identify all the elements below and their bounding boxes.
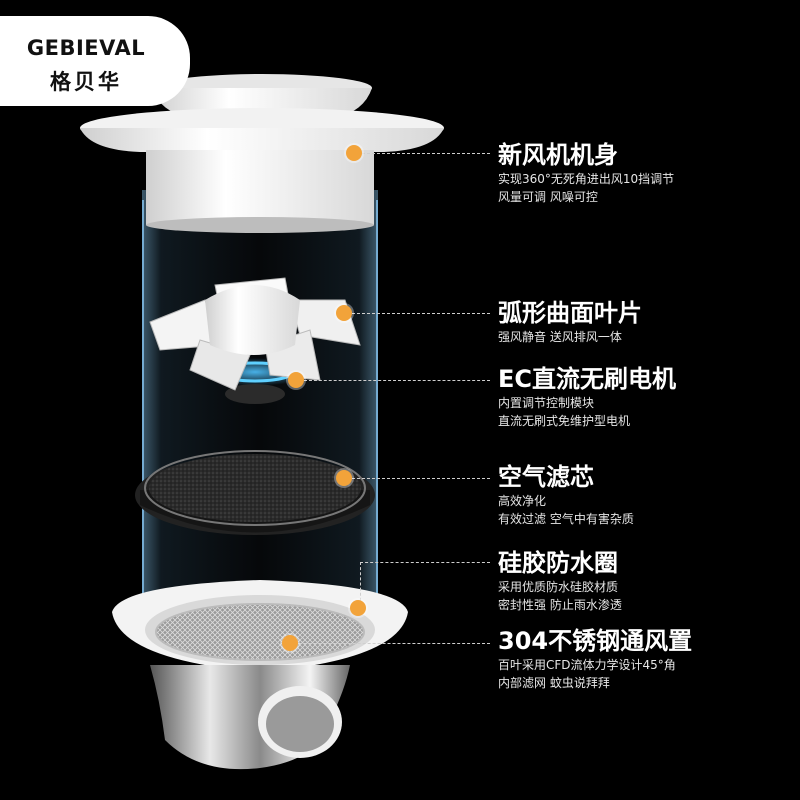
feature-air-filter: 空气滤芯 高效净化 有效过滤 空气中有害杂质 (498, 462, 634, 528)
brand-name-cn: 格贝华 (50, 70, 122, 94)
feature-desc: 百叶采用CFD流体力学设计45°角 (498, 658, 676, 672)
feature-title: 304不锈钢通风置 (498, 627, 693, 655)
callout-dot (336, 470, 352, 486)
brand-name-en: GEBIEVAL (26, 36, 146, 60)
brand-badge: GEBIEVAL 格贝华 (0, 16, 190, 106)
feature-desc: 直流无刷式免维护型电机 (498, 414, 631, 428)
feature-desc: 风量可调 风噪可控 (498, 190, 598, 204)
feature-ec-motor: EC直流无刷电机 内置调节控制模块 直流无刷式免维护型电机 (498, 364, 676, 430)
feature-desc: 实现360°无死角进出风10挡调节 (498, 172, 675, 186)
leader-line (362, 153, 490, 154)
feature-steel-vent: 304不锈钢通风置 百叶采用CFD流体力学设计45°角 内部滤网 蚊虫说拜拜 (498, 626, 692, 692)
leader-line (352, 313, 490, 314)
callout-dot (336, 305, 352, 321)
leader-line (360, 562, 490, 563)
feature-title: 空气滤芯 (498, 463, 594, 491)
feature-title: 新风机机身 (498, 141, 618, 169)
leader-line (304, 380, 490, 381)
feature-title: 硅胶防水圈 (498, 549, 618, 577)
leader-line (360, 562, 361, 606)
feature-title: EC直流无刷电机 (498, 365, 677, 393)
feature-desc: 强风静音 送风排风一体 (498, 330, 622, 344)
feature-fan-body: 新风机机身 实现360°无死角进出风10挡调节 风量可调 风噪可控 (498, 140, 674, 206)
leader-line (352, 478, 490, 479)
feature-desc: 高效净化 (498, 494, 547, 508)
callout-dot (350, 600, 366, 616)
feature-desc: 密封性强 防止雨水渗透 (498, 598, 622, 612)
callout-dot (282, 635, 298, 651)
callout-dot (288, 372, 304, 388)
feature-silicone-ring: 硅胶防水圈 采用优质防水硅胶材质 密封性强 防止雨水渗透 (498, 548, 622, 614)
feature-title: 弧形曲面叶片 (498, 299, 642, 327)
feature-desc: 采用优质防水硅胶材质 (498, 580, 619, 594)
callout-dot (346, 145, 362, 161)
feature-desc: 内置调节控制模块 (498, 396, 595, 410)
feature-desc: 内部滤网 蚊虫说拜拜 (498, 676, 610, 690)
feature-curved-blades: 弧形曲面叶片 强风静音 送风排风一体 (498, 298, 642, 346)
feature-desc: 有效过滤 空气中有害杂质 (498, 512, 634, 526)
leader-line (298, 643, 490, 644)
